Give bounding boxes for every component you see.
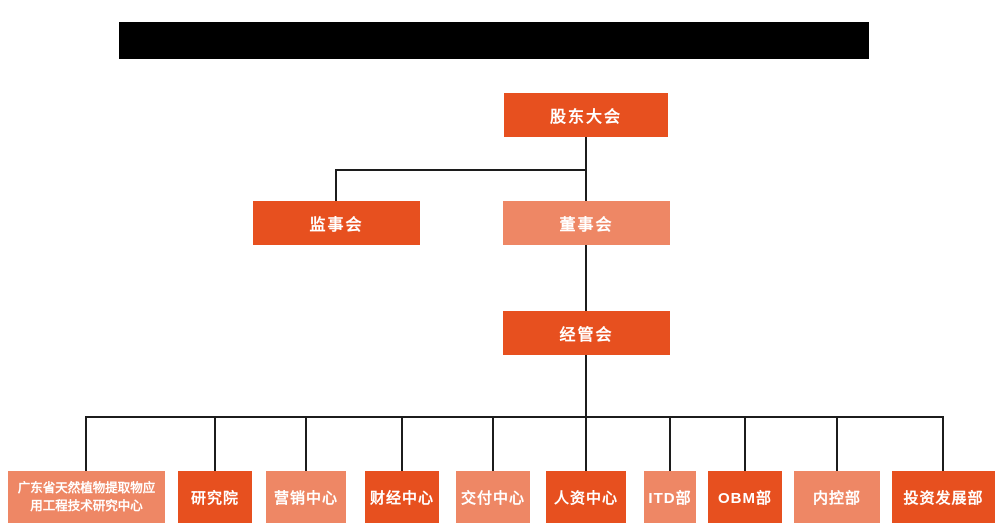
org-node-label: 人资中心 <box>553 489 618 507</box>
org-node-management-committee: 经管会 <box>503 311 670 355</box>
connector-line <box>335 169 587 171</box>
connector-line <box>744 416 746 471</box>
connector-line <box>85 416 944 418</box>
connector-line <box>335 169 337 201</box>
org-node-finance-center: 财经中心 <box>365 471 439 523</box>
org-node-label: 内控部 <box>812 489 861 507</box>
org-node-label: 营销中心 <box>273 489 338 507</box>
org-node-label: OBM部 <box>718 489 772 507</box>
org-node-delivery-center: 交付中心 <box>456 471 530 523</box>
connector-line <box>492 416 494 471</box>
title-redaction-bar <box>119 22 869 59</box>
org-node-label: 投资发展部 <box>903 489 984 507</box>
org-node-investment-development-department: 投资发展部 <box>892 471 995 523</box>
org-node-label: 经管会 <box>559 327 614 344</box>
org-node-label: 董事会 <box>559 217 614 234</box>
org-node-label: ITD部 <box>648 489 692 507</box>
org-node-research-institute: 研究院 <box>178 471 252 523</box>
org-node-label: 研究院 <box>190 489 239 507</box>
connector-line <box>214 416 216 471</box>
org-node-marketing-center: 营销中心 <box>266 471 346 523</box>
org-node-label: 监事会 <box>309 217 364 234</box>
org-node-itd-department: ITD部 <box>644 471 696 523</box>
org-node-board-of-directors: 董事会 <box>503 201 670 245</box>
connector-line <box>401 416 403 471</box>
org-node-hr-center: 人资中心 <box>546 471 626 523</box>
connector-line <box>942 416 944 471</box>
org-node-label: 广东省天然植物提取物应用工程技术研究中心 <box>17 480 156 513</box>
connector-line <box>585 416 587 471</box>
org-node-label: 股东大会 <box>549 109 622 126</box>
org-node-obm-department: OBM部 <box>708 471 782 523</box>
org-node-gd-plant-extract-research-center: 广东省天然植物提取物应用工程技术研究中心 <box>8 471 165 523</box>
connector-line <box>305 416 307 471</box>
connector-line <box>585 355 587 416</box>
org-node-label: 交付中心 <box>460 489 525 507</box>
connector-line <box>585 245 587 311</box>
org-node-shareholders-meeting: 股东大会 <box>504 93 668 137</box>
connector-line <box>669 416 671 471</box>
org-node-internal-control-department: 内控部 <box>794 471 880 523</box>
connector-line <box>85 416 87 471</box>
org-node-supervisory-board: 监事会 <box>253 201 420 245</box>
org-node-label: 财经中心 <box>369 489 434 507</box>
connector-line <box>836 416 838 471</box>
